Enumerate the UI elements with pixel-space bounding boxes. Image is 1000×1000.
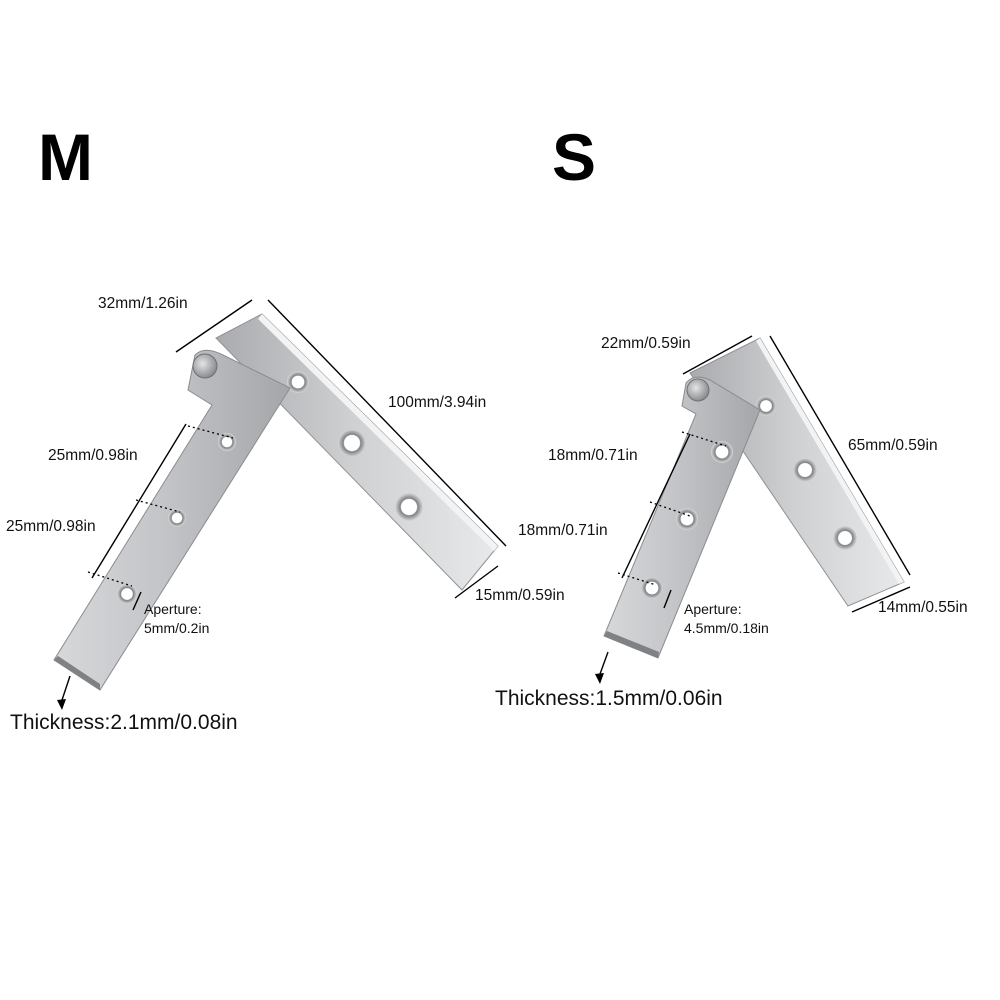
m-length-label: 100mm/3.94in [388,394,487,411]
m-aperture-value: 5mm/0.2in [144,620,210,636]
hinge-m-back-hole-2 [338,429,366,457]
hinge-s-back-hole-2 [793,458,817,482]
m-top-width-label: 32mm/1.26in [98,295,188,312]
hinge-s-front-hole-1 [711,441,733,463]
s-plate-width-label: 14mm/0.55in [878,599,968,616]
hinge-s-dimension-lines [599,335,911,675]
hinge-m-top-width-line [175,299,253,353]
hinge-m-front-edge [54,656,100,690]
hinge-s-front-edge [604,631,659,658]
hinge-s [595,335,911,684]
hinge-s-length-line [769,335,911,576]
hinge-m-front-hole-1 [218,433,236,451]
hinge-m-plate-width-line [454,565,499,599]
s-length-label: 65mm/0.59in [848,437,938,454]
m-thickness-label: Thickness:2.1mm/0.08in [10,711,238,734]
hinge-m-back-edge [258,314,498,551]
hinge-m-front-hole-2 [168,509,186,527]
m-hole-spacing-2-label: 25mm/0.98in [6,518,96,535]
hinge-m-spacing-line [91,423,187,579]
s-hole-spacing-2-label: 18mm/0.71in [518,522,608,539]
hinge-s-front-hole-3 [641,577,663,599]
s-thickness-label: Thickness:1.5mm/0.06in [495,687,723,710]
hinge-s-hole-leaders [617,431,727,586]
m-hole-spacing-1-label: 25mm/0.98in [48,447,138,464]
size-label-m: M [38,120,93,194]
hinge-m [53,299,507,710]
hinge-s-thickness-arrow-line [599,651,609,675]
hinge-s-front-hole-2 [676,508,698,530]
m-aperture-label: Aperture: [144,601,202,617]
hinge-m-back-hole-1 [287,371,309,393]
hinge-s-plate-width-line [851,586,911,613]
hinge-m-back-hole-3 [395,493,423,521]
s-hole-spacing-1-label: 18mm/0.71in [548,447,638,464]
hinge-s-back-edge [756,338,904,584]
m-plate-width-label: 15mm/0.59in [475,587,565,604]
hinge-m-thickness-arrow-line [61,675,71,701]
s-top-width-label: 22mm/0.59in [601,335,691,352]
hinge-m-pivot [192,353,218,379]
size-label-s: S [552,120,597,194]
hinge-s-aperture-tick [663,589,672,609]
hinge-s-pivot [686,378,710,402]
hinge-s-back-hole-3 [833,526,857,550]
hinge-m-front-hole-3 [117,584,137,604]
hinge-m-length-line [267,299,507,547]
hinge-s-spacing-line [621,433,691,579]
hinge-m-thickness-arrowhead [57,699,66,710]
s-aperture-label: Aperture: [684,601,742,617]
hinge-s-back-hole-1 [756,396,776,416]
s-aperture-value: 4.5mm/0.18in [684,620,769,636]
hinge-s-top-width-line [682,335,753,375]
hinge-m-dimension-lines [61,299,507,701]
hinge-s-thickness-arrowhead [595,673,604,684]
hinge-m-aperture-tick [132,591,142,611]
